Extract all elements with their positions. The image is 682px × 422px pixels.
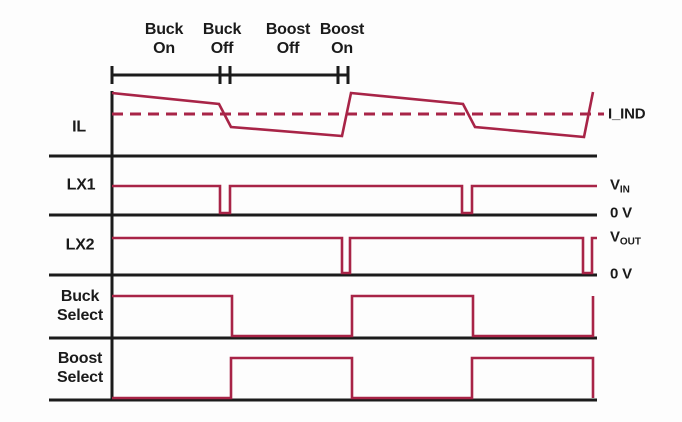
phase-label-line2: Off <box>210 40 234 57</box>
label-v-in-sub: IN <box>619 184 630 196</box>
row-label-line1: Buck <box>60 288 100 305</box>
phase-label-line2: On <box>331 40 353 57</box>
waveform-lx1 <box>112 184 597 215</box>
row-label-il: IL <box>72 118 86 136</box>
label-v-in: VIN <box>610 177 630 196</box>
row-label-line2: Select <box>57 307 103 324</box>
label-0v-lx1: 0 V <box>610 204 632 222</box>
phase-label-buck-off: Buck Off <box>202 20 242 58</box>
label-v-out: VOUT <box>610 229 641 248</box>
row-label-line2: Select <box>57 369 103 386</box>
phase-label-buck-on: Buck On <box>144 20 184 58</box>
waveform-buck-select <box>112 294 595 338</box>
label-0v-lx2: 0 V <box>610 265 632 283</box>
row-label-lx2: LX2 <box>65 236 95 254</box>
label-v-out-main: V <box>610 228 620 246</box>
row-label-line1: Boost <box>57 350 103 367</box>
phase-label-line1: Boost <box>319 21 365 38</box>
phase-label-boost-off: Boost Off <box>265 20 311 58</box>
phase-label-line1: Buck <box>202 21 242 38</box>
label-i-ind: I_IND <box>608 105 646 123</box>
phase-label-line1: Buck <box>144 21 184 38</box>
row-label-buck-select: Buck Select <box>57 287 103 325</box>
phase-label-line2: Off <box>276 40 300 57</box>
phase-label-line2: On <box>153 40 175 57</box>
label-v-out-sub: OUT <box>619 236 641 248</box>
row-label-boost-select: Boost Select <box>57 349 103 387</box>
label-v-in-main: V <box>610 176 620 194</box>
waveform-il <box>111 91 595 139</box>
phase-label-boost-on: Boost On <box>319 20 365 58</box>
waveform-boost-select <box>112 356 595 400</box>
phase-label-line1: Boost <box>265 21 311 38</box>
waveform-lx2 <box>112 236 597 275</box>
row-label-lx1: LX1 <box>66 176 96 194</box>
